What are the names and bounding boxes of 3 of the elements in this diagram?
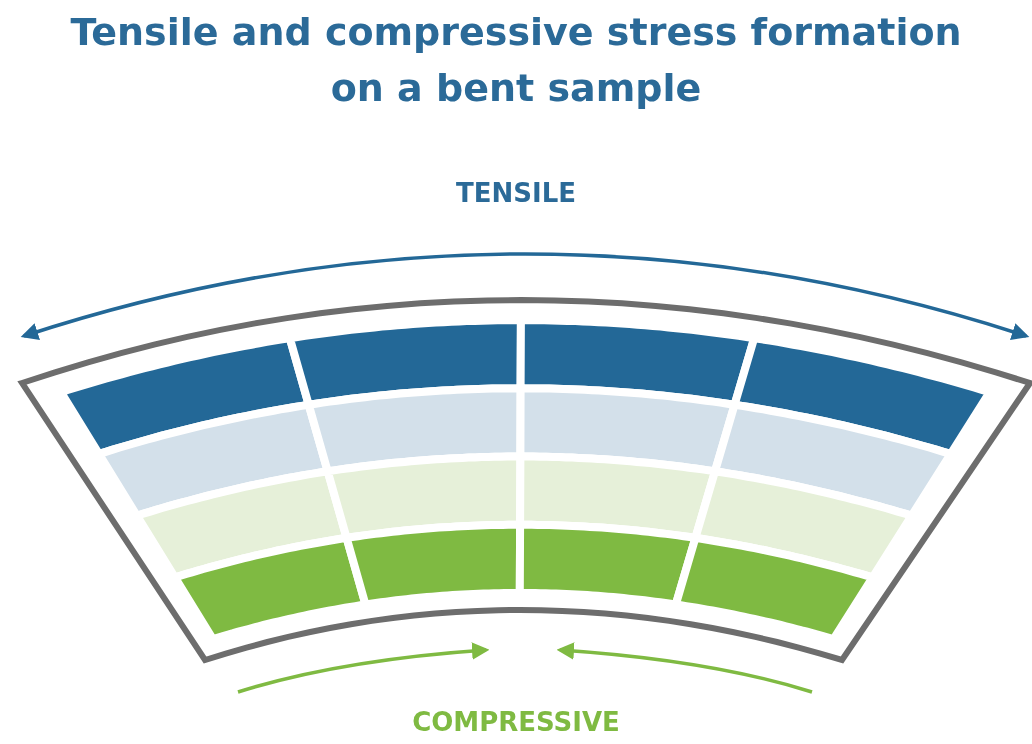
stress-label: TENSILE [455, 177, 577, 210]
diagram-title: Tensile and compressive stress formation on a bent sample [69, 9, 963, 112]
stress-label: COMPRESSIVE [411, 706, 621, 739]
